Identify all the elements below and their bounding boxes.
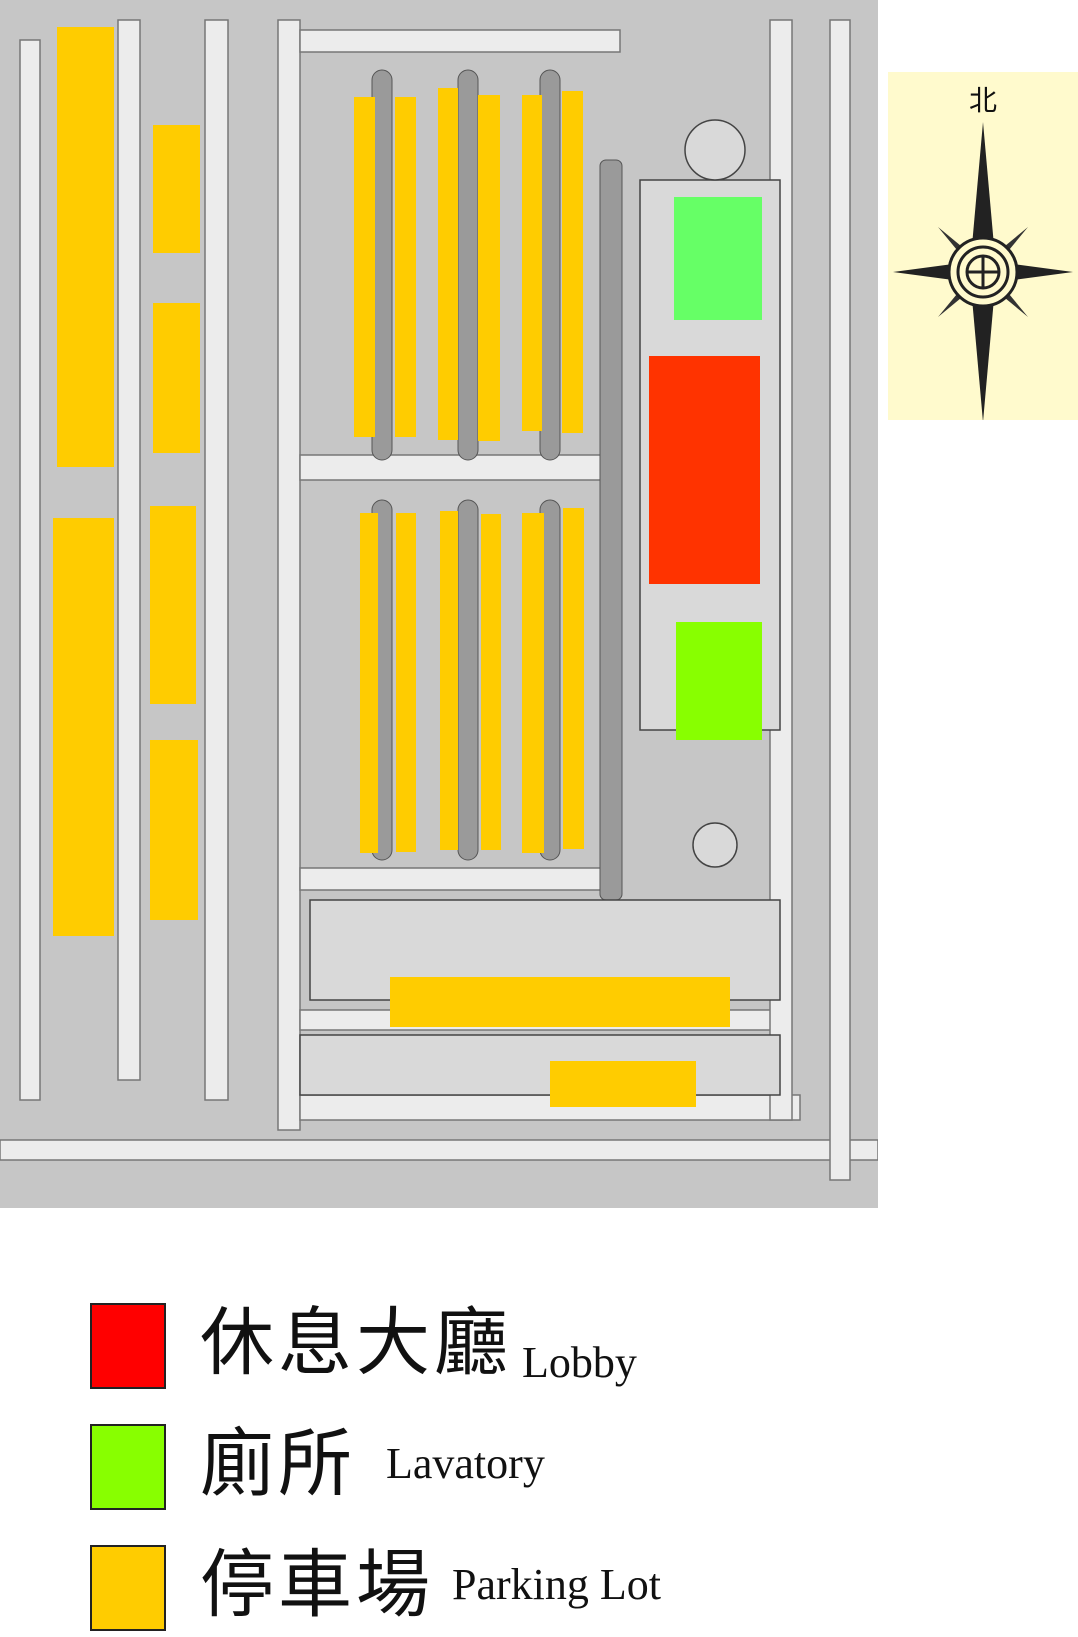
parking-zone: [522, 513, 544, 853]
legend-label-en: Lavatory: [386, 1439, 545, 1488]
parking-zone: [53, 518, 114, 936]
legend-swatch-lavatory: [90, 1424, 166, 1510]
parking-zone: [57, 27, 114, 467]
site-map: [0, 0, 878, 1208]
north-label: 北: [969, 84, 997, 117]
legend-swatch-lobby: [90, 1303, 166, 1389]
parking-zone: [395, 97, 416, 437]
parking-zone: [440, 511, 458, 850]
parking-zone: [563, 508, 584, 849]
parking-zone: [153, 125, 200, 253]
parking-zone: [390, 977, 730, 1027]
parking-zone: [153, 303, 200, 453]
legend-label-zh: 廁所: [200, 1421, 356, 1507]
lavatory-zone: [674, 197, 762, 320]
parking-zone: [550, 1061, 696, 1107]
legend-label-en: Lobby: [522, 1338, 637, 1387]
legend-label-zh: 休息大廳: [200, 1300, 512, 1386]
parking-zone: [360, 513, 378, 853]
legend-label-zh: 停車場: [200, 1542, 434, 1628]
parking-zone: [150, 506, 196, 704]
medians: [371, 69, 623, 901]
legend-swatch-parking: [90, 1545, 166, 1631]
parking-zone: [150, 740, 198, 920]
compass-rose-icon: [893, 122, 1073, 422]
parking-zone: [478, 95, 500, 441]
lobby-zone: [649, 356, 760, 584]
parking-zone: [522, 95, 542, 431]
parking-zone: [438, 88, 458, 440]
parking-zone: [562, 91, 583, 433]
parking-zone: [354, 97, 375, 437]
parking-zone: [396, 513, 416, 852]
parking-zone: [481, 514, 501, 850]
legend-label-en: Parking Lot: [452, 1560, 661, 1609]
lavatory-zone: [676, 622, 762, 740]
compass-panel: 北: [888, 72, 1078, 422]
parking-zones: [53, 27, 730, 1107]
